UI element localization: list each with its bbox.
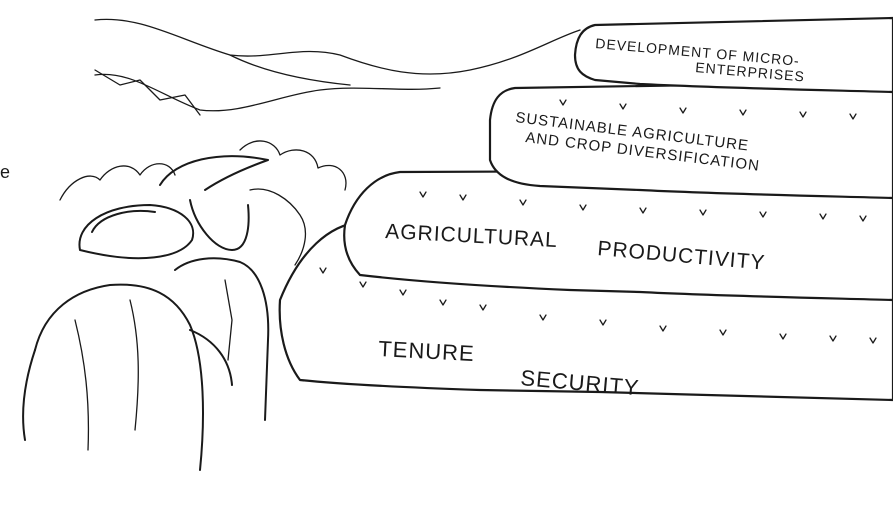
tenure-label: TENURE xyxy=(378,336,476,366)
background-hills xyxy=(94,18,581,112)
terrace-micro-enterprises xyxy=(573,16,893,94)
terrace-sustainable-agriculture xyxy=(488,80,893,200)
farmer-companion xyxy=(159,155,270,421)
terrace-agricultural-productivity xyxy=(343,168,893,302)
farmer-with-hat xyxy=(22,204,233,471)
margin-glyph: e xyxy=(0,162,11,182)
terraces xyxy=(278,16,893,402)
crop-marks xyxy=(319,99,877,344)
trees xyxy=(59,69,347,266)
